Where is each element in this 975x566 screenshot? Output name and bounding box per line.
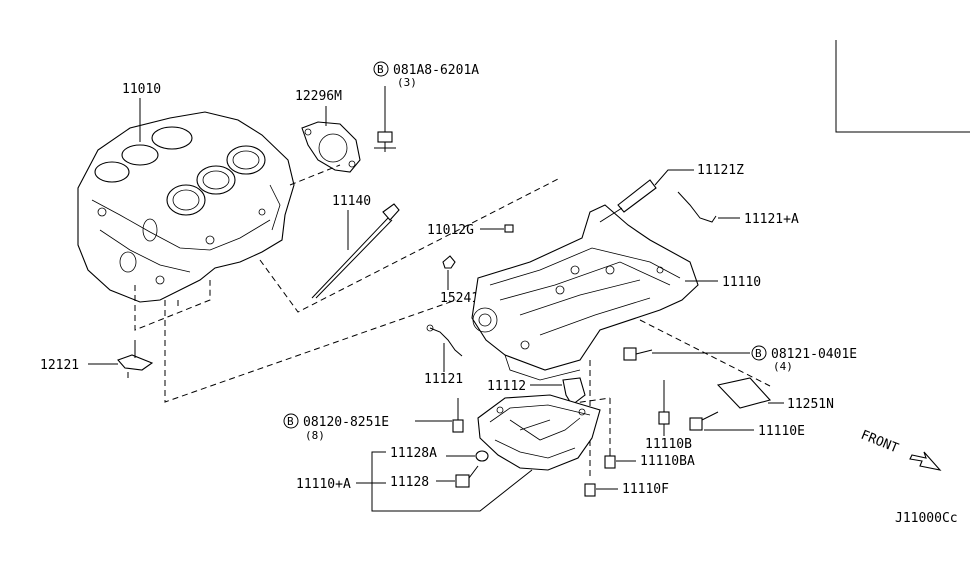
pan-bolt-drawing xyxy=(623,347,653,361)
label-bolt-b: 11110B xyxy=(645,437,692,452)
label-rear-seal: 12296M xyxy=(295,89,342,104)
label-pan-bolt-qty: (4) xyxy=(773,360,793,373)
bolt-b-symbol-top-letter: B xyxy=(377,63,384,76)
drain-plug-drawing xyxy=(455,465,479,488)
tube-drawing xyxy=(429,327,463,357)
label-oil-pipe-z: 11121Z xyxy=(697,163,744,178)
bolt-b-symbol-mid xyxy=(751,345,767,361)
lower-oil-pan-drawing xyxy=(477,394,601,471)
label-pan-bolt: 08121-0401E xyxy=(771,347,857,362)
rear-oil-seal-drawing xyxy=(301,121,361,173)
oil-level-sensor-drawing xyxy=(562,377,586,406)
label-lower-pan-bolt-qty: (8) xyxy=(305,429,325,442)
label-cylinder-block: 11010 xyxy=(122,82,161,97)
label-dipstick: 11140 xyxy=(332,194,371,209)
label-lower-oil-pan: 11110+A xyxy=(296,477,351,492)
label-washer: 11128A xyxy=(390,446,437,461)
bolt-b-symbol-top xyxy=(373,61,389,77)
bolt-b-symbol-left-letter: B xyxy=(287,415,294,428)
label-seal-bolt: 081A8-6201A xyxy=(393,63,479,78)
label-knock-pin: 12121 xyxy=(40,358,79,373)
gauge-guide-drawing xyxy=(442,255,456,269)
label-lower-pan-bolt: 08120-8251E xyxy=(303,415,389,430)
front-arrow-icon: FRONT xyxy=(859,428,942,471)
label-oil-pipe-a: 11121+A xyxy=(744,212,799,227)
label-bolt-f: 11110F xyxy=(622,482,669,497)
label-seal-bolt-qty: (3) xyxy=(397,76,417,89)
upper-oil-pan-drawing xyxy=(471,204,699,381)
label-bolt-e: 11110E xyxy=(758,424,805,439)
label-plug: 11012G xyxy=(427,223,474,238)
bolt-b-drawing xyxy=(658,380,670,425)
plug-drawing xyxy=(504,224,514,233)
bolt-b-symbol-mid-letter: B xyxy=(755,347,762,360)
label-tube: 11121 xyxy=(424,372,463,387)
block-dashed-leaders xyxy=(134,164,561,403)
bolt-b-symbol-left xyxy=(283,413,299,429)
oil-pipe-a-drawing xyxy=(677,191,717,223)
bolt-f-drawing xyxy=(584,483,596,497)
corner-frame xyxy=(835,40,970,133)
bolt-e-drawing xyxy=(689,411,719,431)
washer-drawing xyxy=(475,450,489,462)
lower-pan-bolt-drawing xyxy=(452,398,464,433)
oil-pipe-z-drawing xyxy=(599,179,657,223)
label-drain-plug: 11128 xyxy=(390,475,429,490)
dipstick-drawing xyxy=(311,203,400,299)
label-upper-oil-pan: 11110 xyxy=(722,275,761,290)
cylinder-block-drawing xyxy=(77,111,295,303)
knock-pin-drawing xyxy=(117,340,154,378)
front-label: FRONT xyxy=(859,428,901,457)
diagram-id: J11000Cс xyxy=(895,511,958,526)
label-oil-level-sensor: 11112 xyxy=(487,379,526,394)
gasket-drawing xyxy=(716,377,772,409)
label-bolt-ba: 11110BA xyxy=(640,454,695,469)
seal-bolt-drawing xyxy=(374,86,396,152)
label-gasket: 11251N xyxy=(787,397,834,412)
label-gauge-guide: 15241 xyxy=(440,291,479,306)
bolt-ba-drawing xyxy=(604,452,616,469)
lower-pan-bracket xyxy=(371,451,533,512)
